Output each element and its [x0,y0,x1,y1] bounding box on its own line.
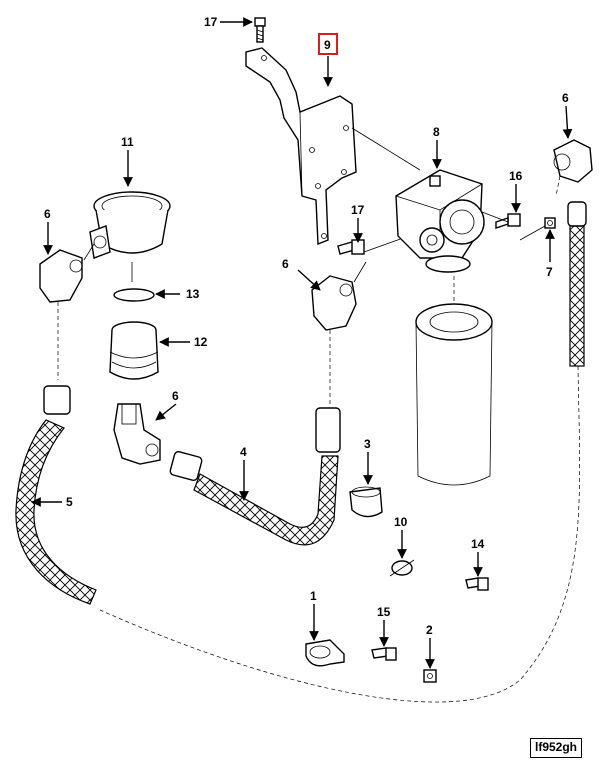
o-ring-10 [389,559,415,577]
hose-right [567,201,587,367]
filter-element [415,276,493,486]
elbow-fitting-center-2 [311,275,357,331]
callout-16: 16 [509,169,523,183]
highlight-box [318,33,338,55]
mounting-bracket [245,47,357,246]
callout-9: 9 [324,38,331,52]
adapter [109,321,159,380]
callout-17-lower: 17 [351,203,365,217]
filter-head [395,169,485,273]
nut-7 [544,217,556,229]
elbow-fitting-right [553,139,593,183]
callout-13: 13 [186,287,200,301]
callout-6-center: 6 [282,257,289,271]
sight-bowl [89,191,171,259]
nut-2 [423,669,437,683]
hose-left [15,385,97,605]
bolt-17-lower [337,239,365,255]
reference-code-label: lf952gh [530,738,582,758]
callout-3: 3 [364,437,371,451]
callout-6-right: 6 [562,91,569,105]
callout-10: 10 [394,515,408,529]
callout-2: 2 [426,623,433,637]
callout-7: 7 [546,265,553,279]
callout-6-left: 6 [44,207,51,221]
screw-14 [465,577,489,591]
callout-17-top: 17 [204,15,218,29]
callout-8: 8 [433,125,440,139]
o-ring [113,288,155,302]
elbow-fitting-center [113,403,161,465]
callout-15: 15 [377,605,391,619]
bolt-17-top [254,17,266,43]
callout-11: 11 [121,135,134,149]
callout-12: 12 [194,335,208,349]
callout-4: 4 [240,445,247,459]
callout-leaders [31,17,573,669]
callout-6-mid: 6 [172,389,179,403]
elbow-fitting-left [39,249,83,303]
callout-14: 14 [471,537,485,551]
clamp-small [349,486,383,518]
clamp-1 [305,639,345,667]
callout-5: 5 [66,495,73,509]
callout-1: 1 [310,589,317,603]
bolt-16 [495,213,521,229]
screw-15 [371,647,397,661]
hose-center [169,407,341,546]
